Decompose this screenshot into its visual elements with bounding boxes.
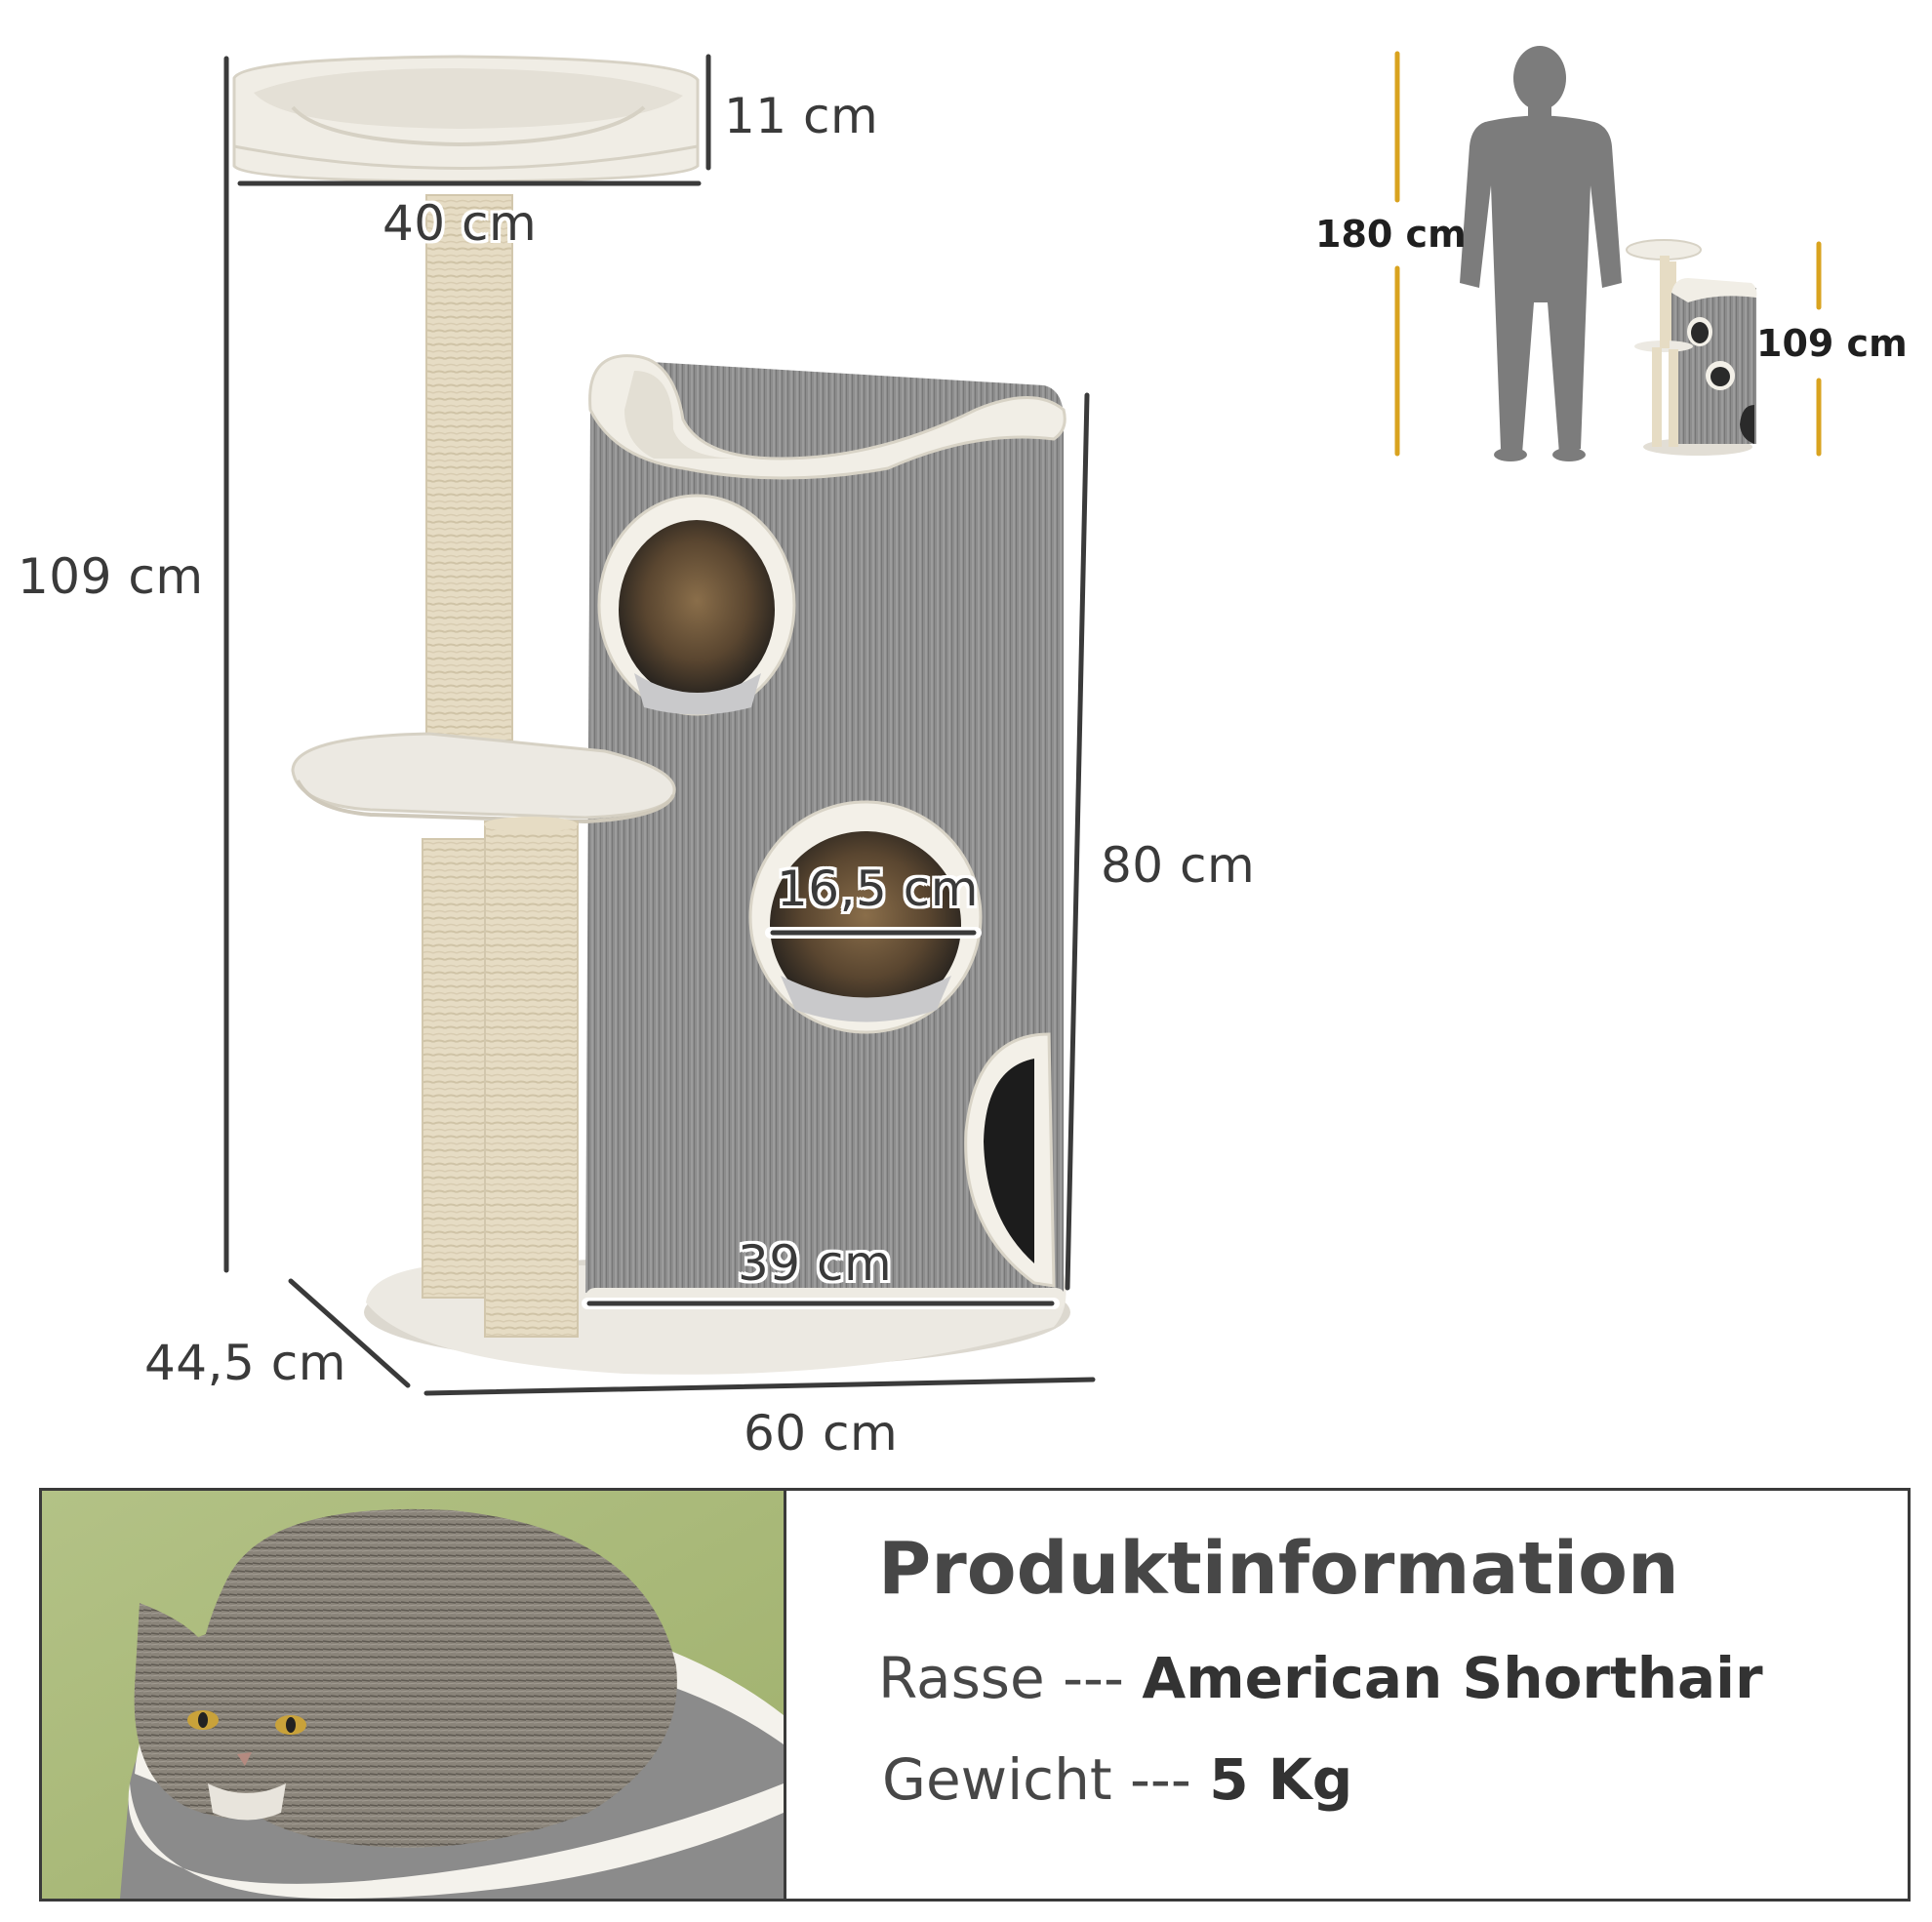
dimension-lines: [223, 54, 1096, 1396]
tower-width-label: 39 cm: [738, 1235, 893, 1292]
breed-value: American Shorthair: [1142, 1645, 1763, 1711]
top-bed: [232, 55, 700, 183]
scale-comparison: [1394, 46, 1822, 461]
person-height-label: 180 cm: [1315, 213, 1467, 256]
sisal-post-back: [422, 838, 492, 1299]
weight-label: Gewicht ---: [882, 1746, 1210, 1813]
sisal-post-upper: [425, 194, 513, 762]
bed-width-label: 40 cm: [382, 195, 538, 252]
depth-label: 44,5 cm: [144, 1335, 346, 1391]
height-total-label: 109 cm: [18, 548, 204, 605]
hole-diameter-label: 16,5 cm: [777, 861, 979, 917]
weight-line: Gewicht --- 5 Kg: [882, 1746, 1352, 1813]
sisal-post-front: [484, 821, 579, 1338]
cat-photo: [42, 1491, 786, 1899]
mini-cat-tree: [1626, 239, 1757, 456]
info-title: Produktinformation: [878, 1527, 1679, 1611]
tower-height-label: 80 cm: [1101, 837, 1256, 894]
width-label: 60 cm: [744, 1405, 899, 1462]
cat-tree-illustration: [223, 54, 1096, 1396]
breed-label: Rasse ---: [878, 1645, 1143, 1711]
weight-value: 5 Kg: [1209, 1746, 1353, 1813]
bed-height-label: 11 cm: [724, 88, 879, 144]
person-silhouette: [1460, 46, 1622, 461]
scratching-tower: [585, 354, 1067, 1309]
product-info-panel: [39, 1488, 1911, 1902]
breed-line: Rasse --- American Shorthair: [878, 1645, 1763, 1711]
middle-platform: [291, 732, 676, 824]
product-height-label: 109 cm: [1756, 322, 1908, 365]
